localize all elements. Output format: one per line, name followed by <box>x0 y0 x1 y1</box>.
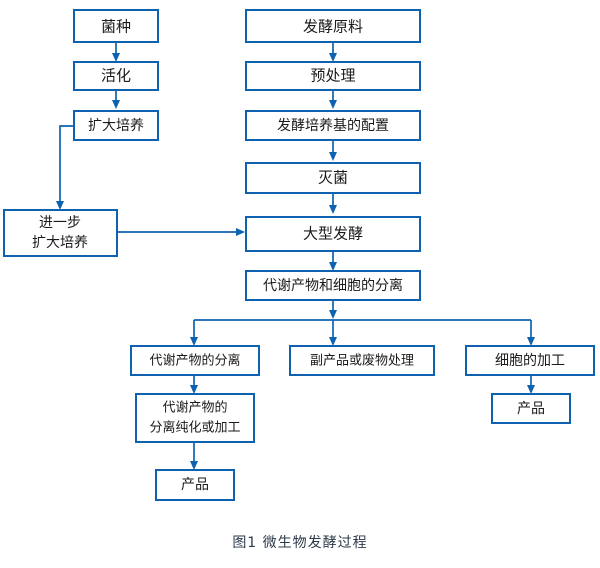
node-byproduct-waste-label: 副产品或废物处理 <box>310 353 414 369</box>
node-product-right[interactable]: 产品 <box>491 393 571 424</box>
edge-purify-to-product <box>190 442 198 470</box>
node-pretreatment-label: 预处理 <box>310 67 355 85</box>
node-cell-processing[interactable]: 细胞的加工 <box>465 345 595 376</box>
node-pretreatment[interactable]: 预处理 <box>245 61 421 91</box>
node-product-left-label: 产品 <box>181 477 209 493</box>
node-further-expand-culture[interactable]: 进一步 扩大培养 <box>3 209 118 257</box>
node-purification[interactable]: 代谢产物的 分离纯化或加工 <box>135 393 255 443</box>
node-medium-preparation-label: 发酵培养基的配置 <box>277 117 389 134</box>
node-large-fermentation-label: 大型发酵 <box>303 225 363 243</box>
node-expand-culture[interactable]: 扩大培养 <box>73 110 159 141</box>
node-product-left[interactable]: 产品 <box>155 469 235 501</box>
node-medium-preparation[interactable]: 发酵培养基的配置 <box>245 110 421 141</box>
node-purification-line1: 代谢产物的 <box>162 400 227 416</box>
edge-sterilization-to-fermentation <box>329 192 337 214</box>
node-activation-label: 活化 <box>101 67 131 85</box>
edge-expand-to-further <box>56 125 74 210</box>
node-product-right-label: 产品 <box>517 401 545 417</box>
node-metabolite-separation-label: 代谢产物的分离 <box>149 353 240 369</box>
node-large-fermentation[interactable]: 大型发酵 <box>245 216 421 252</box>
node-sterilization-label: 灭菌 <box>318 169 348 187</box>
edge-seed-to-activation <box>112 42 120 62</box>
node-metabolite-separation[interactable]: 代谢产物的分离 <box>130 345 260 376</box>
edge-separation-branch-bus <box>190 299 535 346</box>
edge-further-to-fermentation <box>117 228 245 236</box>
node-purification-line2: 分离纯化或加工 <box>149 420 240 436</box>
node-cell-processing-label: 细胞的加工 <box>495 353 565 369</box>
edge-activation-to-expand <box>112 89 120 109</box>
node-separation[interactable]: 代谢产物和细胞的分离 <box>245 270 421 301</box>
edge-metabolite-to-purify <box>190 375 198 394</box>
edge-fermentation-to-separation <box>329 251 337 271</box>
node-raw-material-label: 发酵原料 <box>303 18 363 36</box>
edge-medium-to-sterilization <box>329 139 337 161</box>
node-activation[interactable]: 活化 <box>73 61 159 91</box>
edge-material-to-pretreatment <box>329 42 337 62</box>
node-sterilization[interactable]: 灭菌 <box>245 162 421 194</box>
node-seed-culture-label: 菌种 <box>101 18 131 36</box>
node-byproduct-waste[interactable]: 副产品或废物处理 <box>289 345 435 376</box>
edge-cell-to-product <box>527 375 535 394</box>
node-further-expand-line2: 扩大培养 <box>32 235 88 251</box>
edge-pretreatment-to-medium <box>329 89 337 109</box>
figure-caption: 图1 微生物发酵过程 <box>232 535 368 551</box>
node-further-expand-line1: 进一步 <box>39 215 81 231</box>
node-raw-material[interactable]: 发酵原料 <box>245 9 421 43</box>
node-seed-culture[interactable]: 菌种 <box>73 9 159 43</box>
flowchart-svg: 菌种 活化 扩大培养 进一步 扩大培养 发酵原料 预处理 <box>3 9 595 501</box>
node-separation-label: 代谢产物和细胞的分离 <box>263 277 403 294</box>
node-expand-culture-label: 扩大培养 <box>88 118 144 134</box>
